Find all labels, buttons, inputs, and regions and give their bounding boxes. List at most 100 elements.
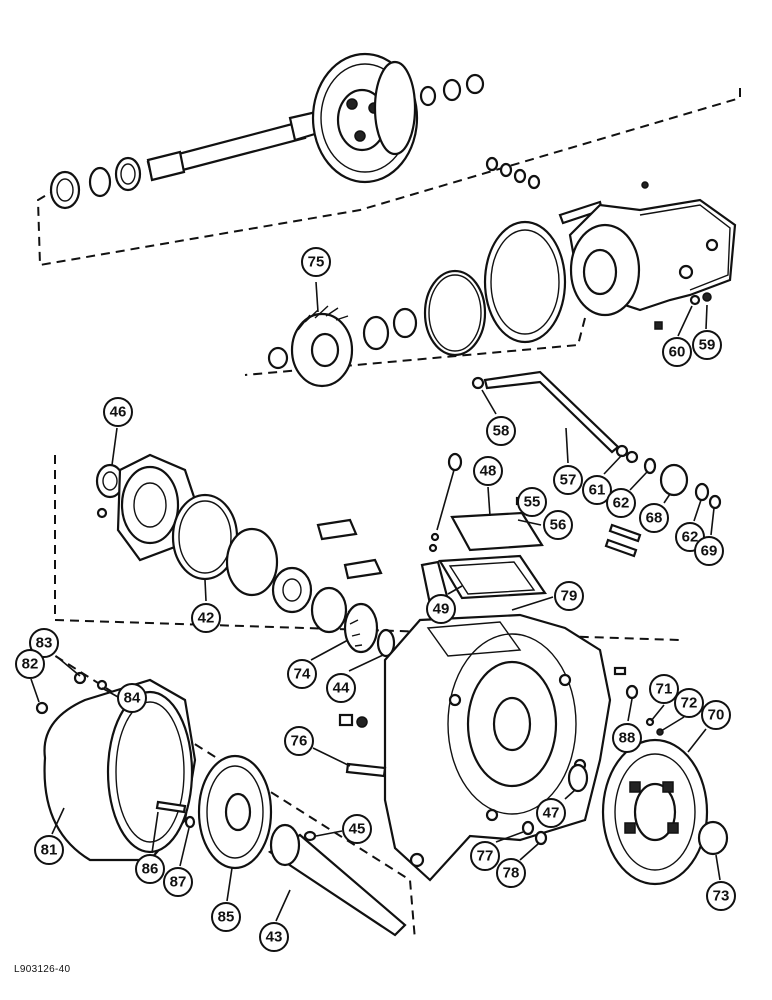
clutch-disc-assembly [601,738,729,886]
svg-text:85: 85 [218,909,235,926]
svg-text:82: 82 [22,656,39,673]
bearing-cone [88,166,112,198]
control-rod-assembly [471,370,722,558]
callout-75: 75 [301,247,331,313]
svg-text:74: 74 [294,666,311,683]
callout-49: 49 [426,585,463,624]
callout-61: 61 [582,454,623,505]
cover-gasket-49 [438,554,547,600]
callout-48: 48 [473,456,503,517]
svg-text:88: 88 [619,730,636,747]
figure-id-label: L903126-40 [14,964,71,975]
washer-62a [643,457,657,475]
callout-76: 76 [284,726,351,767]
callout-84: 84 [101,683,147,713]
washer-77 [521,820,535,836]
svg-text:43: 43 [266,929,283,946]
svg-text:45: 45 [349,821,366,838]
svg-text:77: 77 [477,848,494,865]
group-outlines [29,88,741,941]
bearing-cup-upper [392,307,418,339]
svg-text:56: 56 [550,517,567,534]
svg-text:81: 81 [41,842,58,859]
svg-text:48: 48 [480,463,497,480]
bearing-cup [49,170,81,210]
svg-text:60: 60 [669,344,686,361]
washer-87 [184,815,196,829]
snap-ring [310,586,348,634]
callout-77: 77 [470,831,524,871]
svg-text:75: 75 [308,254,325,271]
washer-62b [694,482,710,502]
svg-text:73: 73 [713,888,730,905]
svg-text:46: 46 [110,404,127,421]
callout-42: 42 [191,579,221,633]
svg-text:87: 87 [170,874,187,891]
bevel-pinion-gear [267,305,354,388]
callout-87: 87 [163,827,193,897]
dipstick [436,469,455,531]
washer-1 [419,85,437,107]
left-cover-assembly [95,453,383,634]
callout-62a: 62 [606,471,648,518]
callout-73: 73 [706,854,736,911]
dipstick-assembly [420,452,463,606]
svg-text:68: 68 [646,510,663,527]
svg-text:70: 70 [708,707,725,724]
nut-88 [625,684,639,700]
callouts: 75 60 59 58 57 61 62 [15,247,736,952]
svg-text:57: 57 [560,472,577,489]
o-ring-upper [423,269,487,357]
bevel-gear-74 [343,602,396,658]
svg-text:86: 86 [142,861,159,878]
callout-68: 68 [639,493,671,533]
callout-86: 86 [135,811,165,884]
dipstick-handle [447,452,463,472]
o-ring-left [225,527,279,597]
drum-face [373,60,417,156]
callout-78: 78 [496,843,539,888]
callout-46: 46 [103,397,133,466]
callout-57: 57 [553,427,583,495]
svg-text:42: 42 [198,610,215,627]
thrust-washer-44 [376,628,396,658]
nut-78 [534,830,548,846]
svg-text:72: 72 [681,695,698,712]
bushing-68 [659,463,689,497]
callout-74: 74 [287,639,349,689]
seal-47 [567,763,589,793]
callout-79: 79 [511,581,584,611]
shaft-splines [146,150,186,182]
cover-plate-56 [450,511,544,552]
bearing-left [271,566,313,614]
callout-81: 81 [34,807,65,865]
bearing-cone-upper [362,315,390,351]
svg-text:58: 58 [493,423,510,440]
svg-text:59: 59 [699,337,716,354]
callout-47: 47 [536,789,576,828]
inspection-cover [438,496,547,600]
callout-82: 82 [15,649,45,703]
nut-69 [708,494,722,510]
front-cover-assembly [35,671,407,937]
svg-text:84: 84 [124,690,141,707]
callout-71: 71 [649,674,679,722]
control-rod [483,370,620,454]
callout-55: 55 [516,487,547,517]
svg-text:47: 47 [543,805,560,822]
left-cover-group-outline [54,455,681,641]
stud-76 [345,762,387,778]
svg-text:83: 83 [36,635,53,652]
nut [465,73,485,95]
callout-85: 85 [211,867,241,932]
svg-text:49: 49 [433,601,450,618]
upper-shaft-assembly [49,52,485,210]
callout-83: 83 [29,628,81,677]
callout-72: 72 [660,688,704,732]
key-45 [303,830,317,842]
callout-45: 45 [315,814,372,844]
upper-shaft-group-outline [36,88,741,267]
svg-text:71: 71 [656,681,673,698]
callout-58: 58 [481,389,516,446]
